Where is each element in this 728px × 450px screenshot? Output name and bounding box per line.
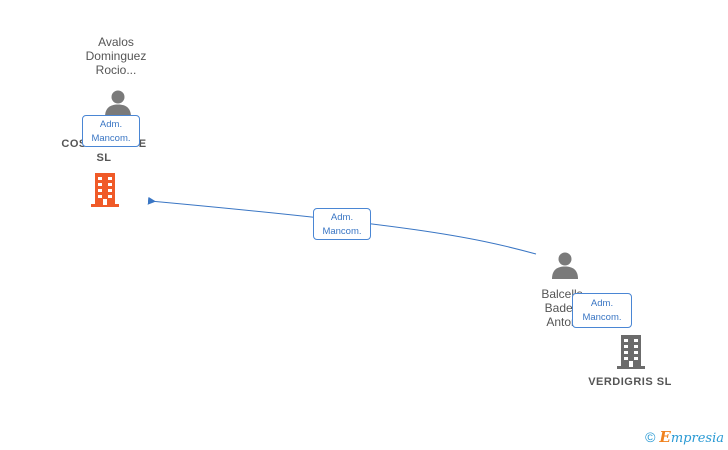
edge-role-badge[interactable]: Adm. Mancom. (313, 208, 371, 240)
edge-balcells-to-cosmos (147, 196, 537, 255)
role-badge[interactable]: Adm. Mancom. (572, 293, 632, 328)
brand-initial: E (659, 428, 671, 446)
brand-logo[interactable]: Empresia (659, 428, 724, 446)
person-name-line: Anton (546, 315, 578, 329)
building-icon[interactable] (89, 172, 121, 208)
brand-name: mpresia (670, 431, 724, 446)
person-icon[interactable] (104, 89, 132, 117)
brand-footer: © Empresia (645, 428, 724, 446)
company-name-verdigris[interactable]: VERDIGRIS SL (576, 375, 684, 389)
person-name-balcells[interactable]: Balcells Baden Anton (526, 287, 598, 329)
person-name-line: Rocio... (95, 63, 137, 77)
company-name-part: E (138, 138, 147, 150)
company-name-line: SL (96, 152, 112, 164)
role-badge[interactable]: Adm. Mancom. (82, 115, 140, 147)
role-label-line: Adm. (99, 119, 123, 130)
company-name-line: VERDIGRIS SL (588, 376, 672, 388)
person-name-line: Baden (544, 301, 580, 315)
building-icon[interactable] (615, 334, 647, 370)
role-label-line: Mancom. (582, 312, 622, 323)
person-icon[interactable] (551, 251, 579, 279)
role-label-line: Mancom. (91, 133, 131, 144)
person-name-line: Avalos (98, 35, 134, 49)
company-name-cosmos[interactable]: COS E SL (56, 137, 152, 165)
person-name-line: Dominguez (85, 49, 147, 63)
role-label-line: Adm. (330, 212, 354, 223)
copyright-icon: © (645, 429, 656, 445)
role-label-line: Adm. (590, 298, 614, 309)
company-name-part: COS (61, 138, 87, 150)
role-label-line: Mancom. (322, 226, 362, 237)
person-name-avalos[interactable]: Avalos Dominguez Rocio... (76, 35, 156, 77)
